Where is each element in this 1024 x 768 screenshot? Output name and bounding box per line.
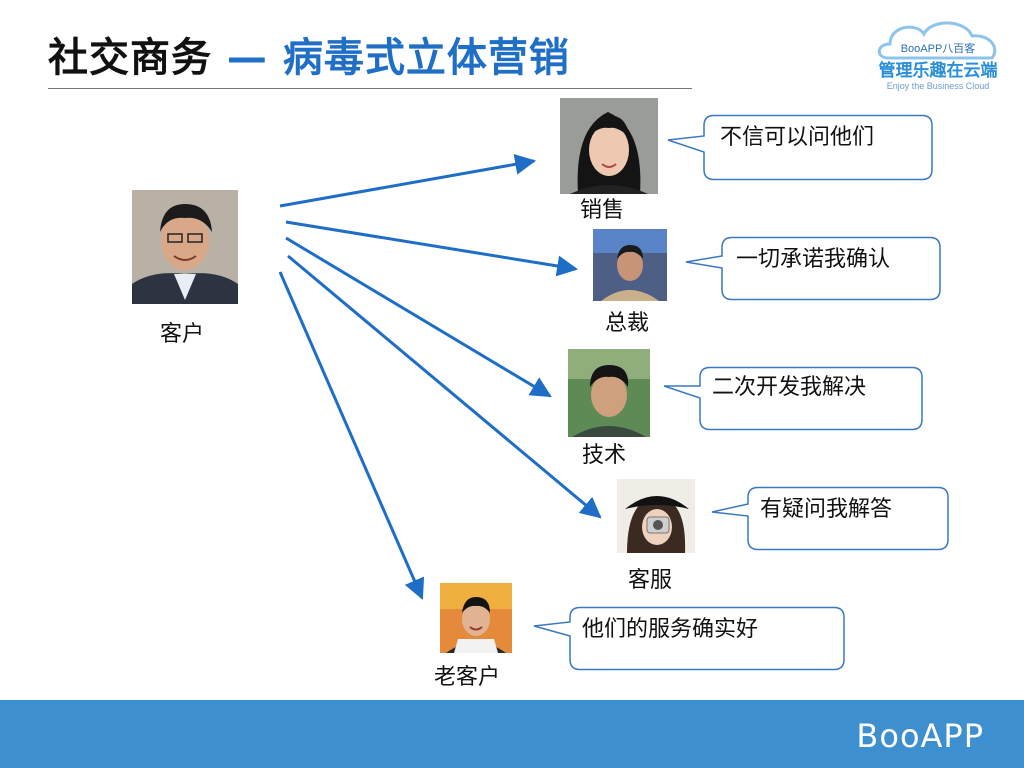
logo-brand-text: BooAPP八百客 bbox=[901, 41, 976, 55]
title-accent: 病毒式立体营销 bbox=[282, 35, 570, 81]
old-customer-quote-bubble: 他们的服务确实好 bbox=[532, 606, 846, 672]
president-avatar bbox=[593, 229, 667, 301]
customer-avatar bbox=[132, 190, 238, 304]
sales-quote-text: 不信可以问他们 bbox=[720, 125, 875, 150]
arrow-to-president bbox=[285, 220, 579, 277]
sales-avatar bbox=[560, 98, 658, 194]
arrow-to-tech bbox=[285, 236, 552, 398]
tech-label: 技术 bbox=[582, 443, 627, 468]
title-dash: — bbox=[212, 35, 283, 81]
footer-bar: BooAPP bbox=[0, 700, 1024, 768]
cloud-logo-icon: BooAPP八百客 管理乐趣在云端 Enjoy the Business Clo… bbox=[877, 21, 998, 91]
president-quote-bubble: 一切承诺我确认 bbox=[684, 236, 942, 302]
sales-quote-bubble: 不信可以问他们 bbox=[666, 114, 934, 182]
arrow-to-sales bbox=[279, 153, 537, 208]
old-customer-quote-text: 他们的服务确实好 bbox=[582, 617, 759, 642]
customer-label: 客户 bbox=[160, 322, 205, 347]
title-main: 社交商务 bbox=[48, 35, 212, 81]
footer-brand: BooAPP bbox=[856, 717, 984, 755]
arrow-to-service bbox=[287, 254, 602, 519]
old-customer-avatar bbox=[440, 583, 512, 653]
slide-title: 社交商务 — 病毒式立体营销 bbox=[48, 30, 570, 86]
arrow-to-old-customer bbox=[278, 271, 425, 600]
tech-quote-bubble: 二次开发我解决 bbox=[662, 366, 924, 432]
service-quote-bubble: 有疑问我解答 bbox=[710, 486, 950, 552]
logo-slogan-text: 管理乐趣在云端 bbox=[879, 60, 998, 81]
service-label: 客服 bbox=[628, 568, 673, 593]
president-quote-text: 一切承诺我确认 bbox=[736, 247, 891, 272]
old-customer-label: 老客户 bbox=[434, 665, 501, 690]
president-label: 总裁 bbox=[605, 311, 650, 336]
tech-avatar bbox=[568, 349, 650, 437]
logo-tagline-text: Enjoy the Business Cloud bbox=[887, 81, 990, 91]
tech-quote-text: 二次开发我解决 bbox=[712, 375, 867, 400]
sales-label: 销售 bbox=[580, 198, 625, 223]
title-underline bbox=[48, 88, 692, 89]
service-avatar bbox=[617, 479, 695, 553]
service-quote-text: 有疑问我解答 bbox=[760, 497, 893, 522]
brand-logo: BooAPP八百客 管理乐趣在云端 Enjoy the Business Clo… bbox=[868, 14, 1008, 94]
